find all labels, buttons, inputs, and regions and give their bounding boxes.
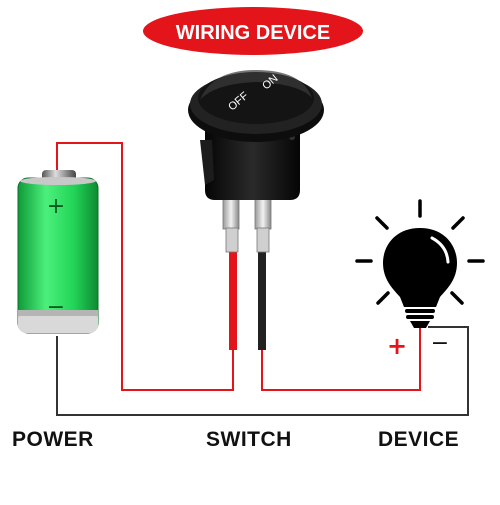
device-positive-symbol: + [387, 332, 407, 360]
device-negative-symbol: − [431, 331, 449, 356]
rocker-switch-icon: ON OFF [188, 70, 324, 350]
battery-negative-symbol: − [47, 295, 65, 320]
caption-power: POWER [12, 428, 94, 451]
black-wire-return [56, 326, 469, 416]
red-wire-battery-to-switch [56, 142, 234, 391]
battery-icon: + − [17, 170, 99, 334]
page-title: WIRING DEVICE [176, 22, 330, 44]
banner-background [143, 7, 363, 55]
caption-device: DEVICE [378, 428, 460, 451]
caption-switch: SWITCH [206, 428, 292, 451]
title-banner: WIRING DEVICE [143, 7, 363, 55]
switch-red-lead [229, 250, 237, 350]
battery-positive-symbol: + [47, 194, 65, 219]
light-bulb-icon: + − [355, 199, 485, 360]
switch-black-lead [258, 250, 266, 350]
